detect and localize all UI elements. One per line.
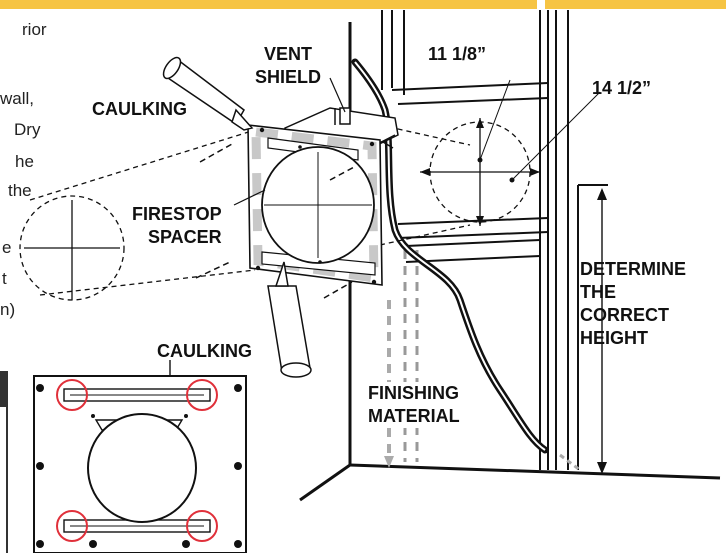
- vent-shield-label-line2: SHIELD: [254, 67, 321, 87]
- vent-shield-label: VENT SHIELD: [252, 43, 324, 89]
- firestop-leader: [233, 189, 266, 206]
- vent-shield-leader: [329, 77, 346, 113]
- determine-height-line1: DETERMINE: [580, 259, 687, 279]
- determine-height-line3: CORRECT: [580, 305, 669, 325]
- caulking-tube-top: [162, 56, 254, 131]
- left-text-fragment-7: t: [2, 269, 7, 288]
- wall-opening-circle: [420, 79, 601, 226]
- vent-shield-label-line1: VENT: [263, 44, 312, 64]
- finishing-material-line2: MATERIAL: [368, 406, 460, 426]
- caulking-tube-bottom: [267, 261, 312, 378]
- left-text-fragment-4: he: [15, 152, 34, 171]
- left-text-fragment-1: rior: [22, 20, 47, 39]
- dimension-height-label: 14 1/2”: [592, 78, 652, 98]
- accent-bar: [0, 0, 726, 9]
- firestop-spacer-label-line1: FIRESTOP: [132, 204, 222, 224]
- projected-circle-left: [19, 195, 125, 301]
- firestop-spacer-label-line2: SPACER: [148, 227, 222, 247]
- left-text-fragment-2: wall,: [0, 89, 35, 108]
- dimension-width-label: 11 1/8”: [428, 44, 487, 64]
- finishing-material-line1: FINISHING: [368, 383, 460, 403]
- caulking-label-bottom: CAULKING: [157, 341, 252, 361]
- determine-height-label: DETERMINE THE CORRECT HEIGHT: [580, 258, 686, 350]
- finishing-material-label: FINISHING MATERIAL: [368, 382, 460, 428]
- left-text-fragment-3: Dry: [14, 120, 41, 139]
- left-panel-edge: [0, 371, 8, 553]
- firestop-spacer-label: FIRESTOP SPACER: [132, 203, 222, 249]
- finishing-material-lines: [384, 300, 581, 472]
- height-arrow: [597, 188, 607, 474]
- left-text-fragment-5: the: [8, 181, 32, 200]
- left-panel-header: [0, 371, 8, 407]
- screws: [195, 143, 357, 299]
- determine-height-line4: HEIGHT: [580, 328, 649, 348]
- cable-highlight: [354, 61, 546, 451]
- accent-bar-gap: [537, 0, 545, 9]
- determine-height-line2: THE: [580, 282, 616, 302]
- firestop-spacer: [247, 124, 383, 286]
- left-text-fragment-6: e: [2, 238, 12, 257]
- caulking-label-top: CAULKING: [92, 99, 187, 119]
- left-text-fragment-8: n): [0, 300, 16, 319]
- inset-detail: [33, 375, 247, 553]
- projection-lines: [29, 124, 471, 296]
